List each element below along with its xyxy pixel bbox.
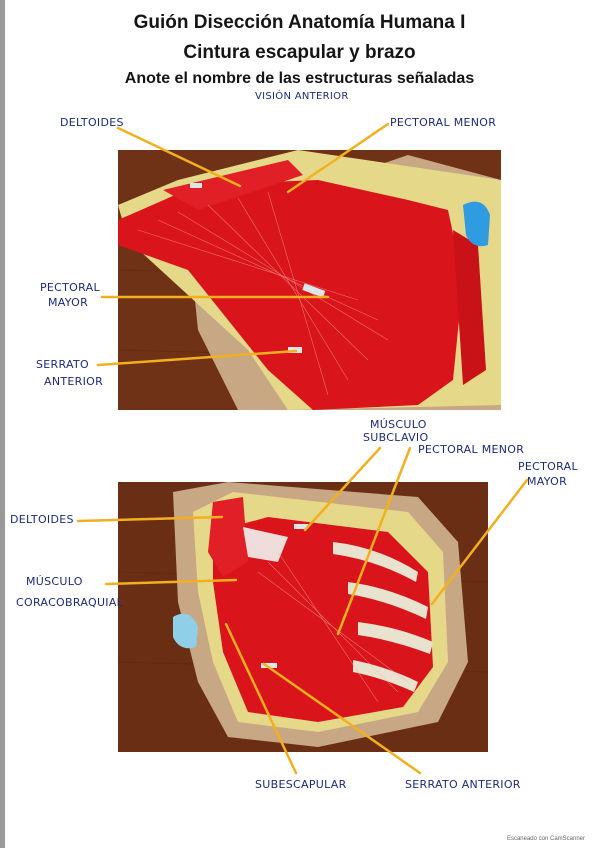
label-subescapular-2: SUBESCAPULAR: [255, 778, 347, 791]
label-serrato-1a: SERRATO: [36, 358, 89, 371]
label-serrato-1b: ANTERIOR: [44, 375, 104, 388]
label-coracobraquial-2b: CORACOBRAQUIAL: [16, 596, 124, 609]
page-title: Guión Disección Anatomía Humana I: [133, 12, 466, 33]
label-deltoides-2: DELTOIDES: [10, 513, 74, 526]
label-subclavio-2b: SUBCLAVIO: [363, 431, 429, 444]
label-subclavio-2a: MÚSCULO: [370, 418, 427, 431]
label-coracobraquial-2a: MÚSCULO: [26, 575, 83, 588]
label-pectoral-menor-1: PECTORAL MENOR: [390, 116, 497, 129]
instruction-text: Anote el nombre de las estructuras señal…: [124, 70, 475, 87]
label-deltoides-1: DELTOIDES: [60, 116, 124, 129]
scan-edge: [0, 0, 5, 848]
label-pectoral-menor-2: PECTORAL MENOR: [418, 443, 525, 456]
view-label: VISIÓN ANTERIOR: [255, 91, 349, 102]
label-pectoral-mayor-1b: MAYOR: [48, 296, 89, 309]
scanner-watermark: Escaneado con CamScanner: [506, 836, 585, 842]
dissection-photo-deep: [118, 482, 488, 752]
label-serrato-2: SERRATO ANTERIOR: [405, 778, 521, 791]
label-pectoral-mayor-2a: PECTORAL: [518, 460, 578, 473]
label-pectoral-mayor-2b: MAYOR: [527, 475, 568, 488]
label-pectoral-mayor-1a: PECTORAL: [40, 281, 100, 294]
page-subtitle: Cintura escapular y brazo: [183, 42, 416, 63]
dissection-photo-anterior: [118, 150, 501, 410]
